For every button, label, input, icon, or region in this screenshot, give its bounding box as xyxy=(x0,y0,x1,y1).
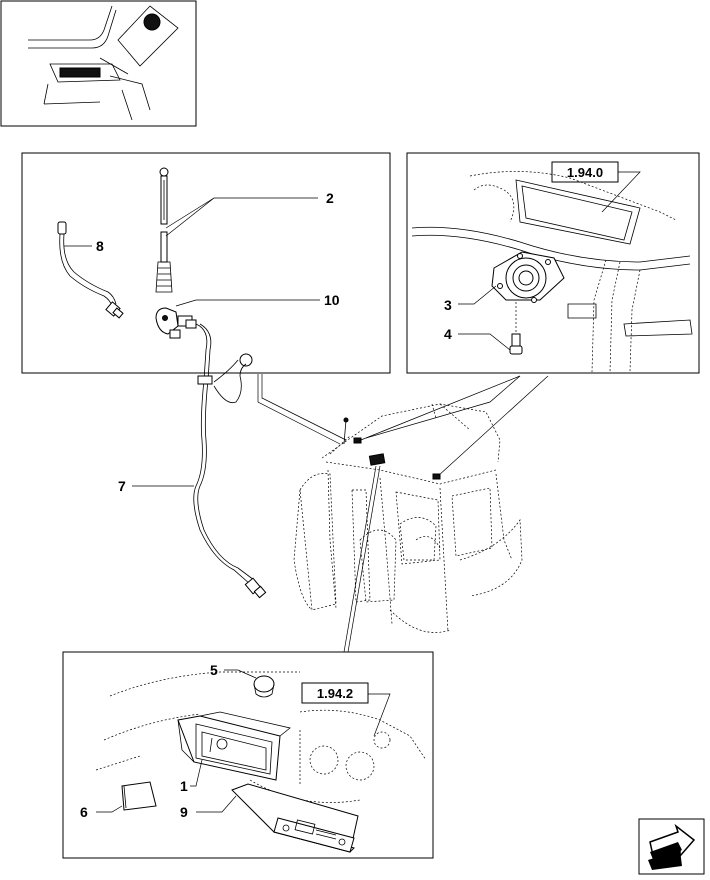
callout-7: 7 xyxy=(118,478,126,494)
speaker-reference-label: 1.94.0 xyxy=(567,165,603,180)
callout-8: 8 xyxy=(96,238,104,254)
antenna-panel xyxy=(21,152,391,383)
blanking-plate xyxy=(96,781,157,813)
knob-cap xyxy=(224,669,275,698)
radio-reference-box: 1.94.2 xyxy=(301,682,391,737)
radio-panel: 1.94.2 xyxy=(62,651,434,859)
panel-connector-lines xyxy=(257,374,549,653)
speaker-panel: 1.94.0 xyxy=(406,152,700,374)
short-lead xyxy=(57,221,124,319)
antenna-base xyxy=(155,307,197,339)
radio-reference-label: 1.94.2 xyxy=(317,686,353,701)
callout-10: 10 xyxy=(324,292,340,308)
callout-9: 9 xyxy=(180,804,188,820)
radio-unit xyxy=(196,783,359,853)
callout-2: 2 xyxy=(326,190,334,206)
callout-1: 1 xyxy=(180,778,188,794)
radio-housing xyxy=(177,711,291,781)
speaker-unit xyxy=(491,251,565,303)
next-page-arrow-icon[interactable] xyxy=(638,818,705,875)
fixing-screw xyxy=(509,302,523,355)
locator-thumbnail xyxy=(0,0,197,127)
tractor-cab-outline xyxy=(293,403,523,633)
callout-6: 6 xyxy=(80,804,88,820)
callout-5: 5 xyxy=(210,662,218,678)
main-antenna-cable xyxy=(132,363,267,599)
callout-4: 4 xyxy=(444,326,452,342)
speaker-reference-box: 1.94.0 xyxy=(551,161,641,213)
antenna-mast xyxy=(155,167,173,293)
callout-3: 3 xyxy=(444,297,452,313)
